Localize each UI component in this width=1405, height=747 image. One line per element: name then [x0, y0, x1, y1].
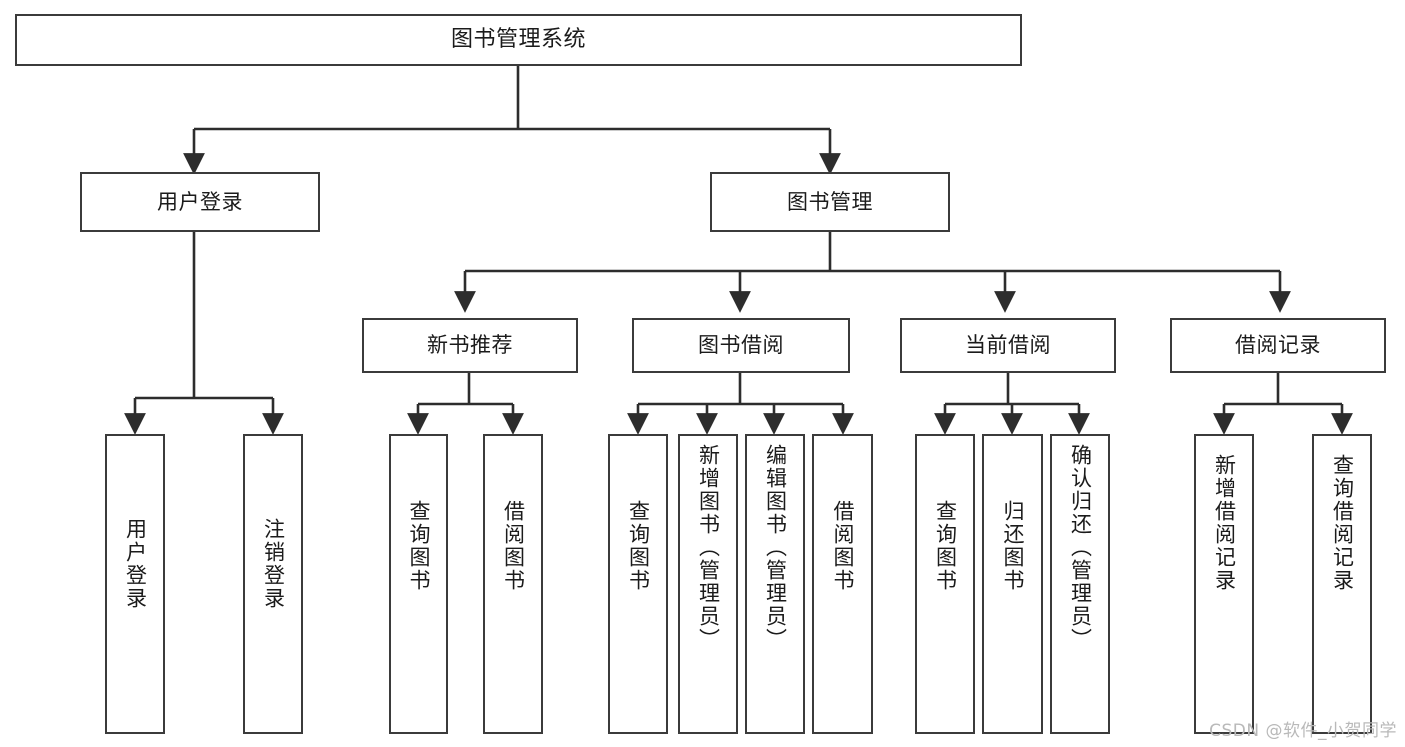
- node-leaf-add-book-label: 新增图书（管理员）: [696, 444, 721, 651]
- node-leaf-query-book-2-label: 查询图书: [626, 500, 651, 592]
- node-user-login-label: 用户登录: [157, 189, 243, 214]
- node-leaf-query-book-1-label: 查询图书: [406, 500, 431, 592]
- node-leaf-borrow-book-1[interactable]: 借阅图书: [483, 434, 543, 734]
- node-borrow-record[interactable]: 借阅记录: [1170, 318, 1386, 373]
- node-leaf-query-book-2[interactable]: 查询图书: [608, 434, 668, 734]
- node-leaf-query-record[interactable]: 查询借阅记录: [1312, 434, 1372, 734]
- node-leaf-query-record-label: 查询借阅记录: [1330, 454, 1355, 592]
- node-book-borrow[interactable]: 图书借阅: [632, 318, 850, 373]
- node-new-book-rec-label: 新书推荐: [427, 333, 513, 358]
- node-book-mgmt[interactable]: 图书管理: [710, 172, 950, 232]
- node-leaf-add-book[interactable]: 新增图书（管理员）: [678, 434, 738, 734]
- node-leaf-confirm-return[interactable]: 确认归还（管理员）: [1050, 434, 1110, 734]
- node-leaf-confirm-return-label: 确认归还（管理员）: [1068, 444, 1093, 651]
- node-leaf-user-login[interactable]: 用户登录: [105, 434, 165, 734]
- node-user-login[interactable]: 用户登录: [80, 172, 320, 232]
- node-borrow-record-label: 借阅记录: [1235, 333, 1321, 358]
- node-leaf-edit-book[interactable]: 编辑图书（管理员）: [745, 434, 805, 734]
- node-leaf-query-book-3[interactable]: 查询图书: [915, 434, 975, 734]
- node-leaf-add-record[interactable]: 新增借阅记录: [1194, 434, 1254, 734]
- node-leaf-return-book-label: 归还图书: [1000, 500, 1025, 592]
- node-leaf-borrow-book-2-label: 借阅图书: [830, 500, 855, 592]
- node-root-label: 图书管理系统: [450, 27, 586, 53]
- node-current-borrow-label: 当前借阅: [965, 333, 1051, 358]
- node-new-book-rec[interactable]: 新书推荐: [362, 318, 578, 373]
- node-leaf-logout-label: 注销登录: [261, 518, 286, 610]
- node-leaf-borrow-book-2[interactable]: 借阅图书: [812, 434, 873, 734]
- node-leaf-query-book-1[interactable]: 查询图书: [389, 434, 448, 734]
- watermark-text: CSDN @软件_小贺同学: [1209, 721, 1397, 741]
- node-leaf-borrow-book-1-label: 借阅图书: [501, 500, 526, 592]
- node-leaf-query-book-3-label: 查询图书: [933, 500, 958, 592]
- node-leaf-return-book[interactable]: 归还图书: [982, 434, 1043, 734]
- node-book-mgmt-label: 图书管理: [787, 189, 873, 214]
- node-root[interactable]: 图书管理系统: [15, 14, 1022, 66]
- node-leaf-edit-book-label: 编辑图书（管理员）: [763, 444, 788, 651]
- node-current-borrow[interactable]: 当前借阅: [900, 318, 1116, 373]
- node-book-borrow-label: 图书借阅: [698, 333, 784, 358]
- node-leaf-logout[interactable]: 注销登录: [243, 434, 303, 734]
- node-leaf-user-login-label: 用户登录: [123, 518, 148, 610]
- node-leaf-add-record-label: 新增借阅记录: [1212, 454, 1237, 592]
